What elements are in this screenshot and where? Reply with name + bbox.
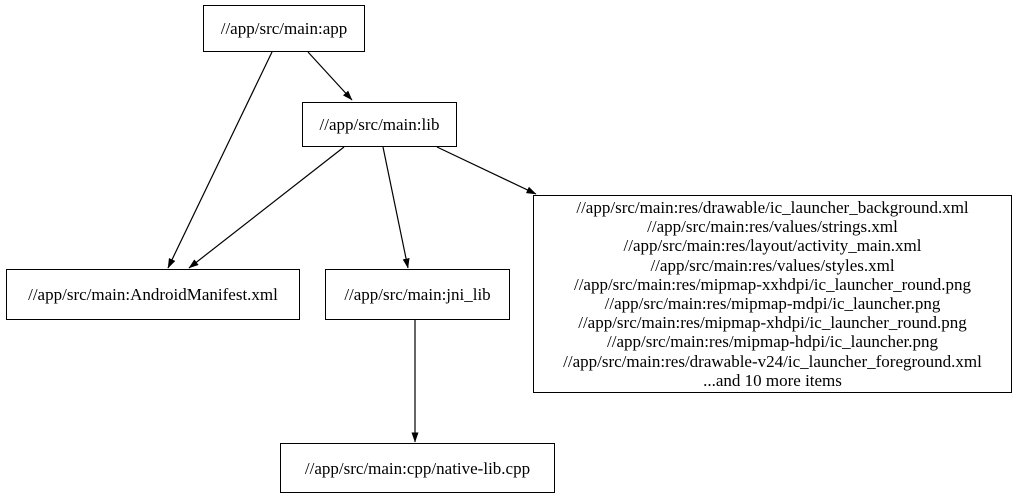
node-app-label: //app/src/main:app	[220, 19, 348, 38]
resource-item: //app/src/main:res/values/styles.xml	[650, 255, 895, 275]
resource-item: //app/src/main:res/mipmap-mdpi/ic_launch…	[604, 294, 941, 313]
resource-item: //app/src/main:res/layout/activity_main.…	[623, 236, 922, 256]
resource-item: //app/src/main:res/drawable-v24/ic_launc…	[563, 351, 982, 371]
edge-lib-to-manifest	[188, 146, 345, 269]
node-jni-lib-label: //app/src/main:jni_lib	[344, 285, 491, 304]
resource-item: //app/src/main:res/mipmap-xhdpi/ic_launc…	[578, 313, 967, 333]
resource-item: //app/src/main:res/drawable/ic_launcher_…	[576, 197, 969, 217]
edge-app-to-lib	[307, 51, 353, 101]
edge-lib-to-jni-lib	[382, 146, 410, 269]
node-lib-label: //app/src/main:lib	[319, 115, 440, 134]
node-native-lib-cpp-label: //app/src/main:cpp/native-lib.cpp	[304, 458, 531, 478]
resource-item: //app/src/main:res/values/strings.xml	[647, 217, 898, 237]
edge-lib-to-resources	[436, 146, 537, 195]
edge-app-to-manifest	[167, 51, 273, 269]
node-lib: //app/src/main:lib	[302, 102, 457, 147]
resource-more-items: ...and 10 more items	[703, 370, 842, 390]
node-android-manifest-label: //app/src/main:AndroidManifest.xml	[28, 285, 278, 304]
resource-item: //app/src/main:res/mipmap-xxhdpi/ic_laun…	[573, 274, 972, 294]
node-android-manifest: //app/src/main:AndroidManifest.xml	[6, 269, 300, 320]
node-native-lib-cpp: //app/src/main:cpp/native-lib.cpp	[280, 443, 555, 493]
node-app: //app/src/main:app	[203, 5, 365, 52]
node-resources-list: //app/src/main:res/drawable/ic_launcher_…	[533, 195, 1012, 393]
resource-item: //app/src/main:res/mipmap-hdpi/ic_launch…	[607, 332, 938, 352]
node-jni-lib: //app/src/main:jni_lib	[325, 269, 510, 320]
